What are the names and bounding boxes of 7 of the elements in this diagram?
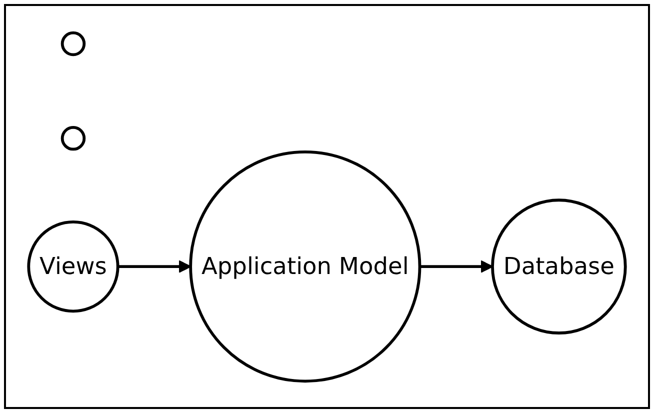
node-circle: Application Model bbox=[189, 150, 422, 382]
node-circle: Database bbox=[491, 198, 627, 334]
node-circle: Views bbox=[27, 220, 120, 312]
arrow bbox=[420, 260, 494, 272]
node-ellipse bbox=[60, 125, 86, 150]
node-ellipse bbox=[60, 30, 86, 56]
arrow bbox=[118, 260, 192, 272]
